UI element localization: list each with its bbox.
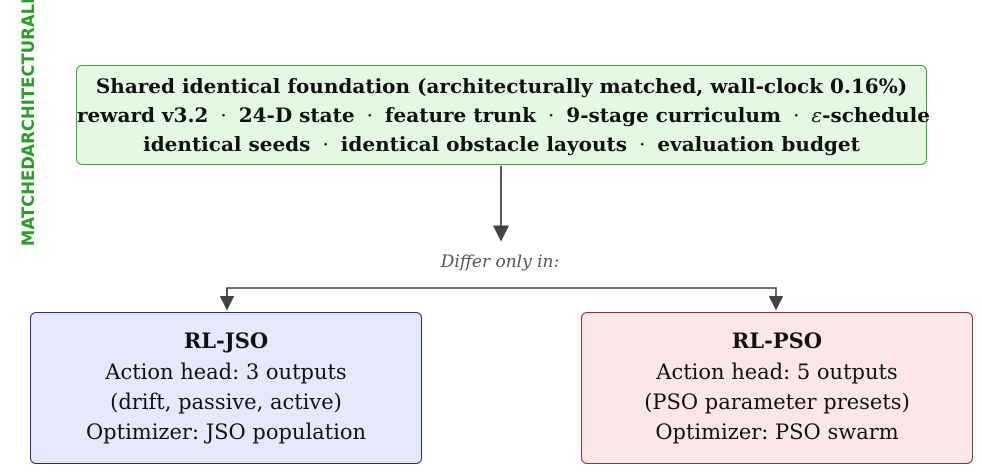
differ-label: Differ only in: bbox=[440, 252, 560, 272]
rl-jso-action-detail: (drift, passive, active) bbox=[110, 390, 342, 414]
separator-dot: · bbox=[638, 132, 646, 156]
foundation-title: Shared identical foundation (architectur… bbox=[95, 74, 908, 98]
rl-jso-optimizer: Optimizer: JSO population bbox=[85, 420, 367, 444]
epsilon-symbol: ε bbox=[811, 103, 823, 127]
foundation-item: feature trunk bbox=[384, 103, 536, 127]
separator-dot: · bbox=[547, 103, 555, 127]
separator-dot: · bbox=[220, 103, 227, 127]
rl-pso-box: RL-PSO Action head: 5 outputs (PSO param… bbox=[581, 312, 973, 464]
foundation-item: 9-stage curriculum bbox=[566, 103, 782, 127]
rl-pso-action-detail: (PSO parameter presets) bbox=[644, 390, 910, 414]
foundation-item: -schedule bbox=[822, 103, 931, 127]
foundation-item: 24-D state bbox=[238, 103, 355, 127]
foundation-item: reward v3.2 bbox=[77, 103, 209, 127]
separator-dot: · bbox=[793, 103, 800, 127]
rl-jso-title: RL-JSO bbox=[183, 328, 269, 353]
rl-pso-title: RL-PSO bbox=[731, 328, 823, 353]
rl-jso-box: RL-JSO Action head: 3 outputs (drift, pa… bbox=[30, 312, 422, 464]
foundation-item: identical seeds bbox=[143, 132, 311, 156]
foundation-row-1: reward v3.2 · 24-D state · feature trunk · 9-s… bbox=[77, 101, 930, 130]
rl-pso-optimizer: Optimizer: PSO swarm bbox=[655, 420, 899, 444]
rl-jso-action-head: Action head: 3 outputs bbox=[105, 360, 347, 384]
foundation-row-2: identical seeds · identical obstacle layou… bbox=[77, 130, 926, 159]
shared-foundation-box: Shared identical foundation (architectur… bbox=[76, 65, 930, 165]
separator-dot: · bbox=[322, 132, 329, 156]
foundation-item: identical obstacle layouts bbox=[340, 132, 627, 156]
branch-connector bbox=[226, 287, 784, 311]
foundation-item: evaluation budget bbox=[657, 132, 860, 156]
rl-pso-action-head: Action head: 5 outputs bbox=[656, 360, 898, 384]
separator-dot: · bbox=[366, 103, 373, 127]
